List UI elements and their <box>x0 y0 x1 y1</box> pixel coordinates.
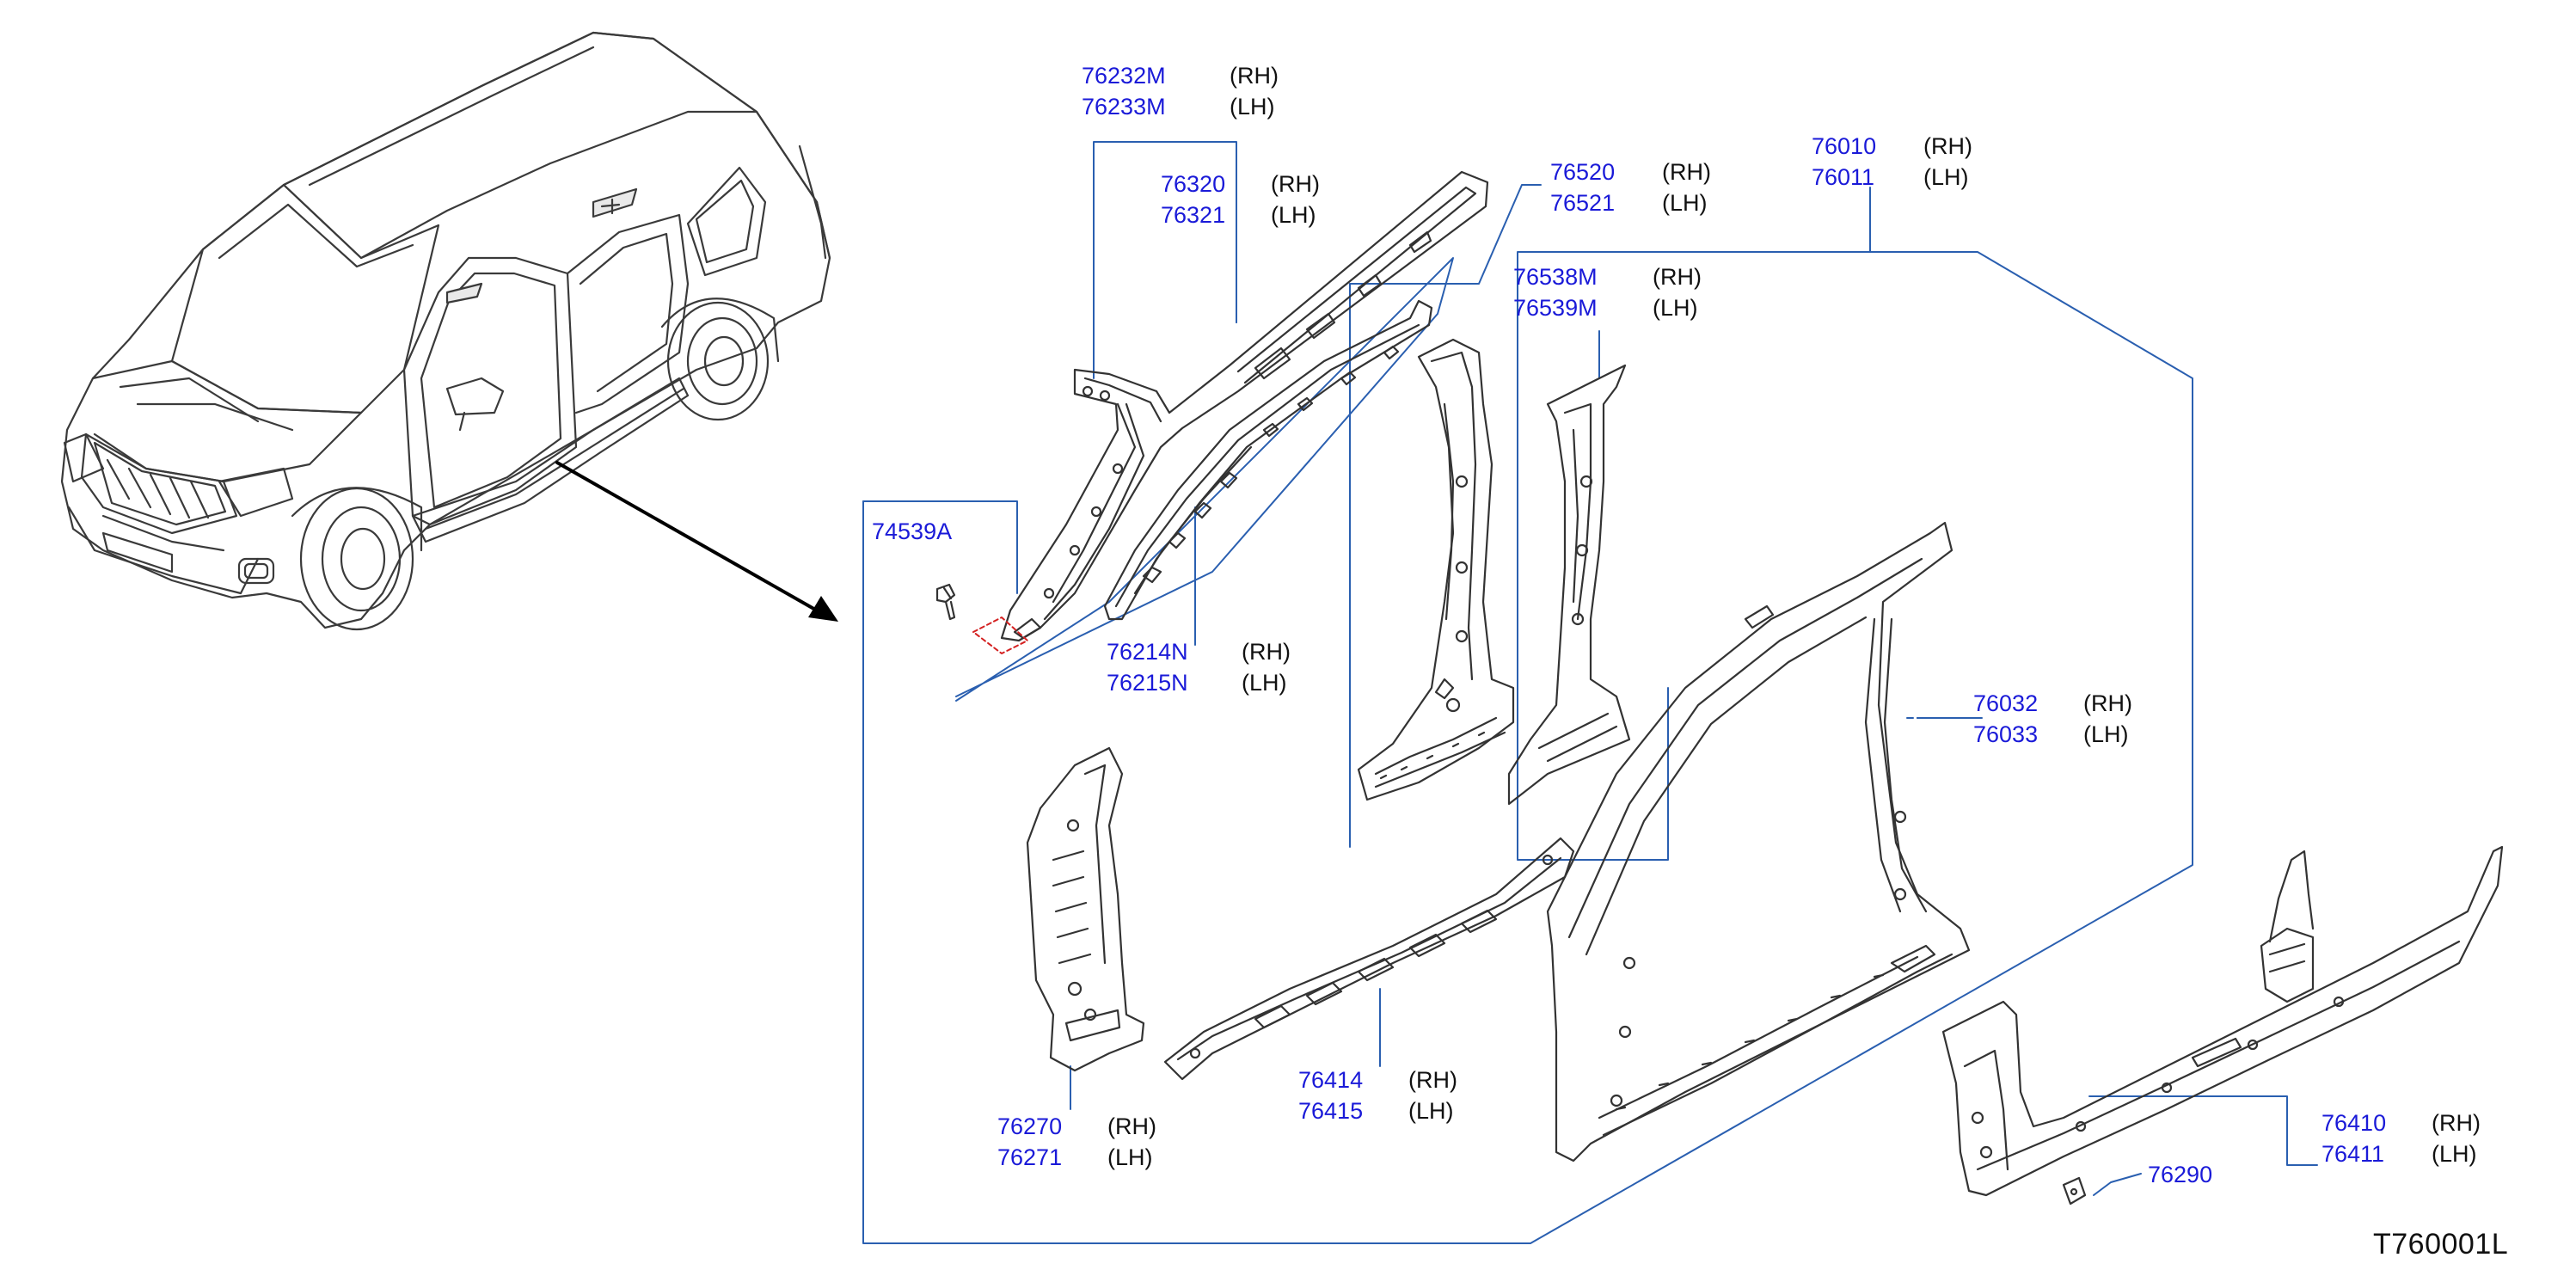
side-label: (LH) <box>1923 164 1969 190</box>
part-number[interactable]: 76290 <box>2148 1162 2213 1187</box>
part-number[interactable]: 76010 <box>1812 133 1877 159</box>
part-number[interactable]: 76520 <box>1550 159 1616 185</box>
part-number[interactable]: 76011 <box>1812 164 1875 190</box>
label-76320: 76320 (RH) 76321 (LH) <box>1161 169 1320 230</box>
side-label: (RH) <box>1230 63 1279 89</box>
label-76032: 76032 (RH) 76033 (LH) <box>1973 688 2132 750</box>
side-label: (RH) <box>2432 1110 2481 1136</box>
part-number[interactable]: 74539A <box>872 518 953 544</box>
part-number[interactable]: 76539M <box>1513 295 1598 321</box>
side-label: (LH) <box>1271 202 1316 228</box>
side-label: (LH) <box>2083 721 2129 747</box>
label-76538: 76538M (RH) 76539M (LH) <box>1513 261 1702 323</box>
label-74539: 74539A <box>872 516 952 547</box>
side-label: (LH) <box>1230 94 1275 120</box>
side-label: (RH) <box>1923 133 1972 159</box>
part-number[interactable]: 76232M <box>1082 63 1166 89</box>
label-76414: 76414 (RH) 76415 (LH) <box>1298 1064 1457 1126</box>
part-body-side-outer <box>1546 521 1971 1163</box>
part-number[interactable]: 76414 <box>1298 1067 1364 1093</box>
part-number[interactable]: 76215N <box>1107 670 1188 696</box>
part-number[interactable]: 76538M <box>1513 264 1598 290</box>
side-label: (LH) <box>1107 1144 1153 1170</box>
side-label: (LH) <box>2432 1141 2477 1167</box>
part-center-pillar-inner <box>1507 364 1631 806</box>
side-label: (RH) <box>1408 1067 1457 1093</box>
part-number[interactable]: 76271 <box>997 1144 1063 1170</box>
highlight-mark <box>972 617 1028 654</box>
side-label: (RH) <box>1242 639 1291 665</box>
part-number[interactable]: 76033 <box>1973 721 2039 747</box>
label-76520: 76520 (RH) 76521 (LH) <box>1550 156 1711 218</box>
side-label: (RH) <box>1662 159 1711 185</box>
diagram-code: T760001L <box>2373 1228 2509 1261</box>
side-label: (RH) <box>1653 264 1702 290</box>
part-number[interactable]: 76521 <box>1550 190 1616 216</box>
part-number[interactable]: 76411 <box>2321 1141 2385 1167</box>
part-number[interactable]: 76321 <box>1161 202 1226 228</box>
part-number[interactable]: 76032 <box>1973 690 2039 716</box>
part-number[interactable]: 76320 <box>1161 171 1226 197</box>
side-label: (LH) <box>1242 670 1287 696</box>
label-76214: 76214N (RH) 76215N (LH) <box>1107 636 1291 698</box>
pointer-arrow <box>555 461 838 622</box>
label-76010: 76010 (RH) 76011 (LH) <box>1812 131 1972 193</box>
part-sill-reinforcement <box>1163 837 1575 1081</box>
label-76270: 76270 (RH) 76271 (LH) <box>997 1111 1156 1173</box>
side-label: (LH) <box>1662 190 1708 216</box>
label-76232: 76232M (RH) 76233M (LH) <box>1082 60 1279 122</box>
leader-lines <box>862 141 2318 1244</box>
part-number[interactable]: 76214N <box>1107 639 1188 665</box>
part-number[interactable]: 76415 <box>1298 1098 1364 1124</box>
part-clip-74539 <box>935 583 956 621</box>
part-bracket-76290 <box>2062 1176 2087 1205</box>
label-76410: 76410 (RH) 76411 (LH) <box>2321 1107 2481 1169</box>
part-inner-sill <box>1941 845 2504 1197</box>
side-label: (LH) <box>1408 1098 1454 1124</box>
part-center-pillar <box>1357 338 1515 801</box>
part-inner-roof-rail <box>1103 299 1433 621</box>
side-label: (RH) <box>2083 690 2132 716</box>
part-number[interactable]: 76410 <box>2321 1110 2387 1136</box>
side-label: (LH) <box>1653 295 1698 321</box>
side-label: (RH) <box>1271 171 1320 197</box>
part-number[interactable]: 76233M <box>1082 94 1166 120</box>
part-number[interactable]: 76270 <box>997 1113 1063 1139</box>
label-76290: 76290 <box>2148 1159 2212 1190</box>
vehicle-illustration <box>60 31 831 631</box>
part-front-pillar-lower <box>1026 746 1145 1072</box>
parts-drawings <box>935 170 2504 1205</box>
part-roof-rail-upper <box>1000 170 1489 642</box>
side-label: (RH) <box>1107 1113 1156 1139</box>
